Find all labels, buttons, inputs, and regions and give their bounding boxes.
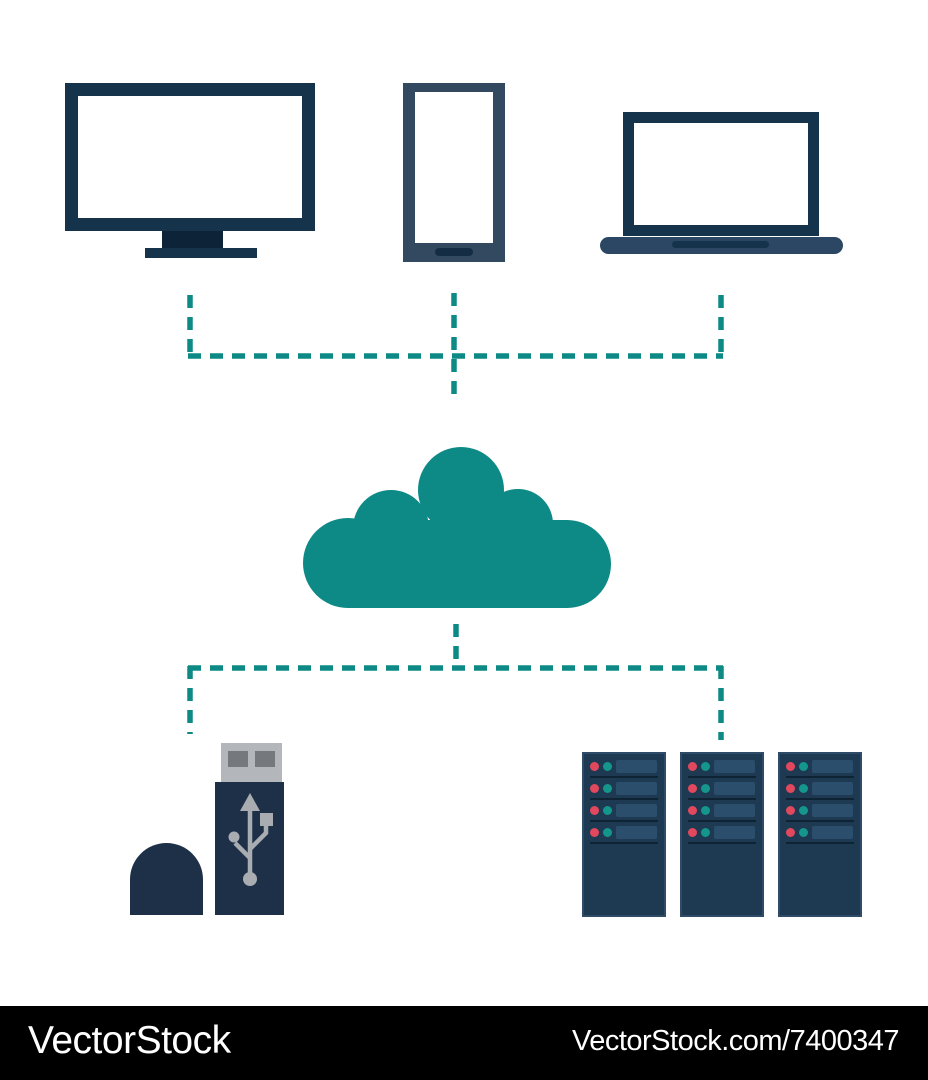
server-divider	[786, 842, 854, 844]
led-red-icon	[688, 784, 697, 793]
monitor-stand-base	[145, 248, 257, 258]
drive-bay	[616, 826, 657, 839]
led-teal-icon	[603, 806, 612, 815]
led-teal-icon	[701, 784, 710, 793]
drive-bay	[812, 782, 853, 795]
watermark-bar: VectorStock VectorStock.com/7400347	[0, 1006, 928, 1080]
server-slot	[688, 760, 756, 773]
server-slot	[590, 804, 658, 817]
server-divider	[590, 776, 658, 778]
led-red-icon	[688, 762, 697, 771]
server-divider	[688, 820, 756, 822]
server-slot	[786, 826, 854, 839]
led-teal-icon	[701, 828, 710, 837]
server-divider	[590, 798, 658, 800]
drive-bay	[714, 760, 755, 773]
usb-connector-icon	[221, 743, 282, 783]
server-slot	[688, 826, 756, 839]
drive-bay	[616, 782, 657, 795]
led-teal-icon	[603, 762, 612, 771]
led-teal-icon	[799, 806, 808, 815]
drive-bay	[714, 782, 755, 795]
server-tower-2	[680, 752, 764, 917]
usb-contact-left	[228, 751, 248, 767]
smartphone-home-button	[435, 248, 473, 256]
led-teal-icon	[701, 762, 710, 771]
drive-bay	[812, 826, 853, 839]
monitor-stand-neck	[162, 231, 223, 248]
server-tower-3	[778, 752, 862, 917]
led-red-icon	[688, 806, 697, 815]
led-red-icon	[786, 828, 795, 837]
usb-contact-right	[255, 751, 275, 767]
server-slot	[688, 782, 756, 795]
drive-bay	[714, 826, 755, 839]
led-red-icon	[688, 828, 697, 837]
server-tower-1	[582, 752, 666, 917]
led-red-icon	[590, 828, 599, 837]
vectorstock-logo: VectorStock	[28, 1019, 231, 1062]
desktop-monitor-icon	[65, 83, 315, 231]
smartphone-screen	[415, 92, 493, 243]
led-red-icon	[590, 784, 599, 793]
server-divider	[590, 820, 658, 822]
led-red-icon	[590, 806, 599, 815]
server-divider	[590, 842, 658, 844]
led-teal-icon	[799, 762, 808, 771]
server-divider	[786, 798, 854, 800]
drive-bay	[616, 760, 657, 773]
vectorstock-image-url: VectorStock.com/7400347	[571, 1024, 900, 1057]
server-divider	[786, 820, 854, 822]
smartphone-icon	[403, 83, 505, 262]
server-slot	[590, 782, 658, 795]
cloud-icon	[303, 447, 611, 608]
server-divider	[688, 842, 756, 844]
led-teal-icon	[701, 806, 710, 815]
usb-cap-icon	[130, 843, 203, 915]
server-slot	[688, 804, 756, 817]
led-teal-icon	[603, 784, 612, 793]
laptop-touchpad-bar	[672, 241, 769, 248]
led-teal-icon	[603, 828, 612, 837]
usb-trident-icon	[228, 793, 273, 886]
drive-bay	[812, 760, 853, 773]
server-slot	[786, 804, 854, 817]
drive-bay	[714, 804, 755, 817]
led-red-icon	[786, 806, 795, 815]
server-divider	[688, 776, 756, 778]
server-slot	[590, 760, 658, 773]
server-slot	[786, 782, 854, 795]
laptop-screen	[623, 112, 819, 236]
led-teal-icon	[799, 784, 808, 793]
led-red-icon	[786, 784, 795, 793]
dashed-connector-lines	[187, 293, 724, 740]
led-red-icon	[786, 762, 795, 771]
usb-flash-drive-icon	[215, 782, 284, 915]
drive-bay	[812, 804, 853, 817]
drive-bay	[616, 804, 657, 817]
laptop-base	[600, 237, 843, 254]
server-slot	[786, 760, 854, 773]
server-divider	[688, 798, 756, 800]
led-teal-icon	[799, 828, 808, 837]
led-red-icon	[590, 762, 599, 771]
server-slot	[590, 826, 658, 839]
server-divider	[786, 776, 854, 778]
